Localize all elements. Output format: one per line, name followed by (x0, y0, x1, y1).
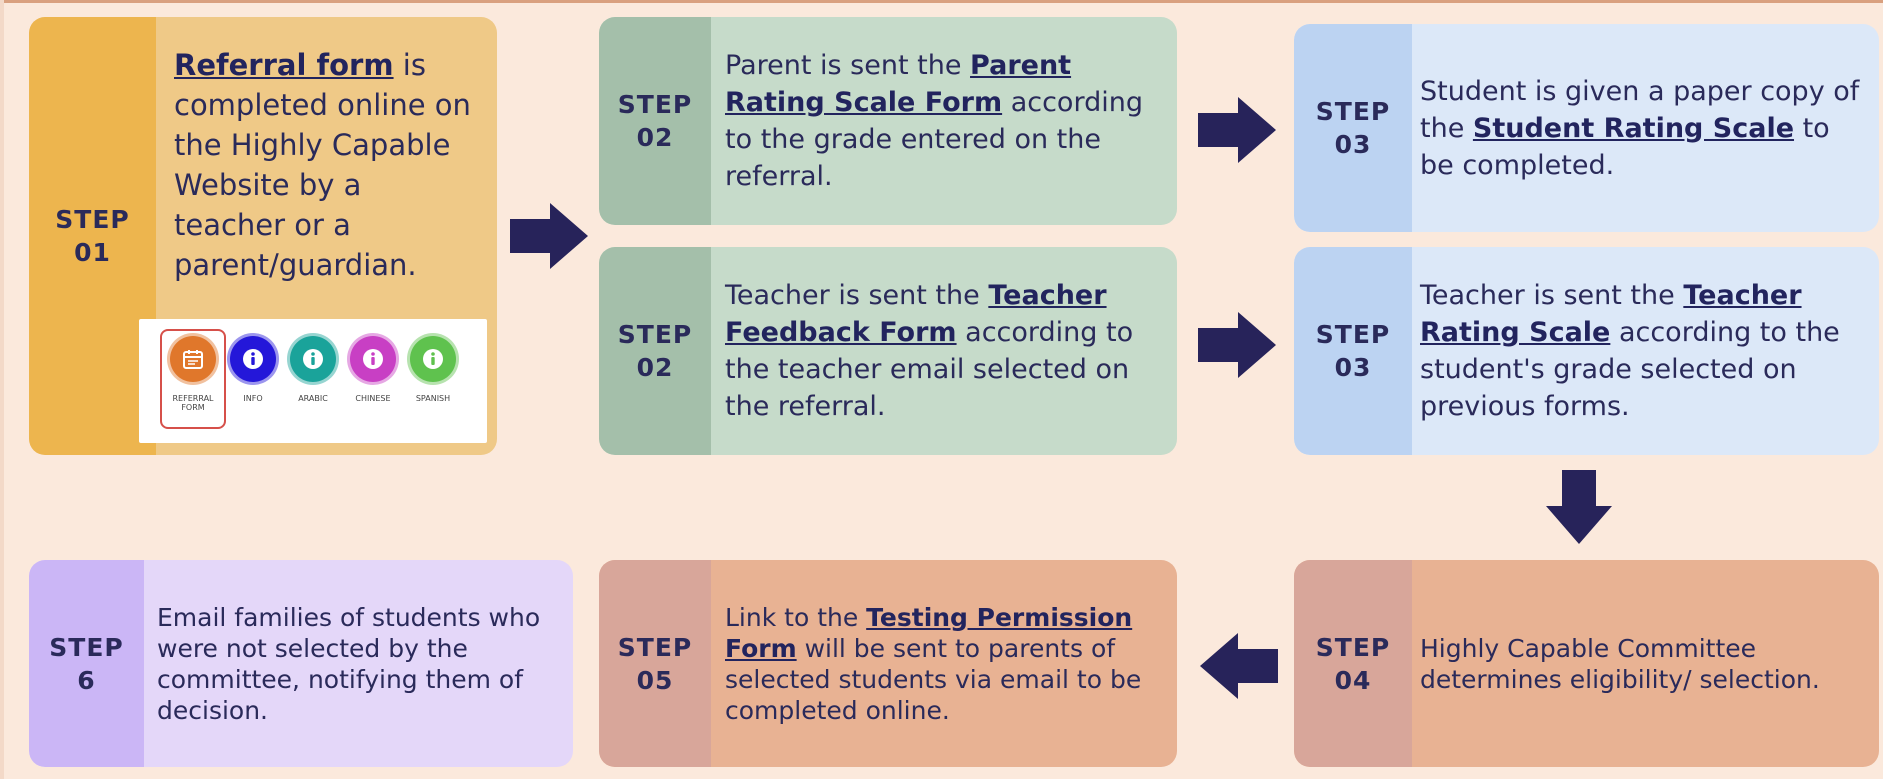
step-number: 02 (636, 353, 674, 382)
step-03-student-text: Student is given a paper copy of the Stu… (1420, 75, 1860, 181)
step-number: 03 (1334, 353, 1372, 382)
step-number: 01 (74, 238, 111, 267)
step-04-text: Highly Capable Committee determines elig… (1420, 633, 1820, 694)
spanish-button[interactable]: SPANISH (402, 333, 464, 403)
step-number: 05 (636, 665, 674, 695)
button-label: SPANISH (415, 394, 451, 403)
step-01-text: Referral form is completed online on the… (174, 48, 471, 282)
info-button[interactable]: INFO (222, 333, 284, 403)
testing-permission-form-link[interactable]: Testing Permission Form (725, 602, 1133, 663)
step-03-tab: STEP 03 (1294, 247, 1412, 455)
button-label: ARABIC (298, 394, 328, 403)
step-02-tab: STEP 02 (599, 247, 711, 455)
step-01-tab: STEP 01 (29, 17, 156, 455)
info-icon (347, 333, 399, 385)
step-label: STEP (1315, 320, 1391, 349)
top-border (0, 0, 1883, 3)
button-label: REFERRAL FORM (172, 394, 214, 412)
step-label: STEP (49, 632, 124, 662)
teacher-rating-scale-link[interactable]: Teacher Rating Scale (1420, 280, 1802, 348)
info-icon (227, 333, 279, 385)
arrow-down-icon (1546, 470, 1612, 544)
step-label: STEP (1315, 632, 1391, 662)
step-number: 04 (1334, 665, 1372, 695)
arrow-right-icon (1198, 312, 1276, 378)
step-05-tab: STEP 05 (599, 560, 711, 767)
arabic-button[interactable]: ARABIC (282, 333, 344, 403)
step-6-tab: STEP 6 (29, 560, 144, 767)
step-04-card: STEP 04 Highly Capable Committee determi… (1294, 560, 1879, 767)
step-03-student-card: STEP 03 Student is given a paper copy of… (1294, 24, 1879, 232)
step-03-teacher-text: Teacher is sent the Teacher Rating Scale… (1420, 280, 1840, 422)
step-number: 02 (636, 123, 674, 152)
step-6-text: Email families of students who were not … (157, 602, 541, 725)
arrow-right-icon (510, 203, 588, 269)
info-icon (287, 333, 339, 385)
parent-rating-scale-form-link[interactable]: Parent Rating Scale Form (725, 50, 1072, 118)
chinese-button[interactable]: CHINESE (342, 333, 404, 403)
step-02-teacher-text: Teacher is sent the Teacher Feedback For… (725, 280, 1134, 422)
info-icon (407, 333, 459, 385)
step-02-parent-card: STEP 02 Parent is sent the Parent Rating… (599, 17, 1177, 225)
step-label: STEP (617, 90, 693, 119)
website-link-buttons: REFERRAL FORM INFO ARABIC CHINESE SPANIS… (139, 319, 487, 443)
left-edge (0, 0, 4, 779)
step-02-tab: STEP 02 (599, 17, 711, 225)
student-rating-scale-link[interactable]: Student Rating Scale (1472, 112, 1795, 144)
step-04-tab: STEP 04 (1294, 560, 1412, 767)
selected-highlight (160, 329, 226, 429)
calendar-form-icon (167, 333, 219, 385)
button-label: CHINESE (355, 394, 391, 403)
arrow-left-icon (1200, 633, 1278, 699)
step-number: 6 (77, 665, 96, 695)
step-02-parent-text: Parent is sent the Parent Rating Scale F… (725, 50, 1143, 192)
referral-form-link[interactable]: Referral form (174, 48, 394, 82)
step-02-teacher-card: STEP 02 Teacher is sent the Teacher Feed… (599, 247, 1177, 455)
step-03-teacher-card: STEP 03 Teacher is sent the Teacher Rati… (1294, 247, 1879, 455)
step-05-text: Link to the Testing Permission Form will… (725, 602, 1142, 725)
button-label: INFO (243, 394, 263, 403)
teacher-feedback-form-link[interactable]: Teacher Feedback Form (725, 280, 1107, 348)
step-label: STEP (55, 205, 130, 234)
step-6-card: STEP 6 Email families of students who we… (29, 560, 573, 767)
arrow-right-icon (1198, 97, 1276, 163)
referral-form-button[interactable]: REFERRAL FORM (162, 333, 224, 412)
step-05-card: STEP 05 Link to the Testing Permission F… (599, 560, 1177, 767)
step-01-card: STEP 01 Referral form is completed onlin… (29, 17, 497, 455)
step-label: STEP (617, 320, 693, 349)
step-03-tab: STEP 03 (1294, 24, 1412, 232)
step-number: 03 (1334, 130, 1372, 159)
step-label: STEP (617, 632, 693, 662)
step-label: STEP (1315, 97, 1391, 126)
